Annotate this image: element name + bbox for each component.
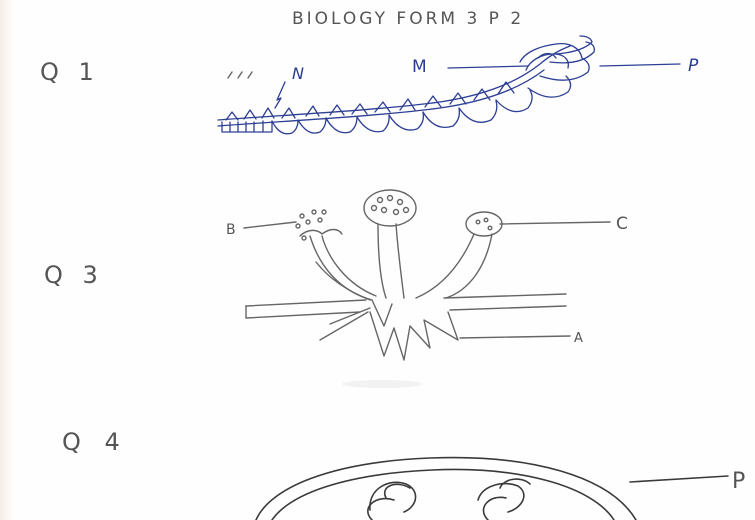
- q3-label-b: B: [226, 222, 236, 238]
- q1-fern-leaf-diagram: N M P: [218, 36, 699, 134]
- question-1-label: Q 1: [40, 58, 100, 86]
- question-3-label: Q 3: [44, 261, 104, 289]
- q1-label-n: N: [292, 64, 304, 83]
- q1-label-m: M: [412, 57, 427, 77]
- q3-rhizopus-diagram: B C A: [226, 190, 628, 360]
- question-4-label: Q 4: [62, 428, 128, 456]
- q4-label-p: P: [732, 469, 745, 494]
- q1-label-p: P: [688, 56, 699, 76]
- page-title: BIOLOGY FORM 3 P 2: [292, 9, 524, 29]
- q3-label-a: A: [574, 331, 583, 346]
- q4-cell-diagram: P: [256, 458, 745, 520]
- q3-label-c: C: [616, 214, 628, 234]
